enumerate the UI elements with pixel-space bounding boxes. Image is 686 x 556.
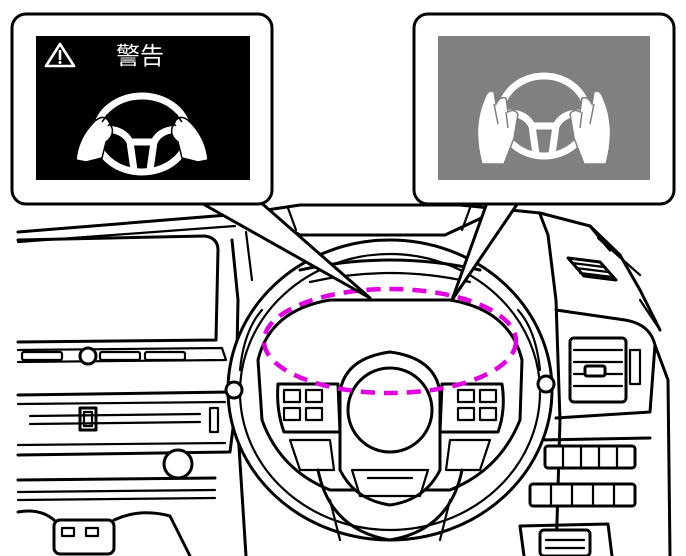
wheel-hub bbox=[338, 350, 442, 507]
right-spoke-switches bbox=[438, 382, 505, 472]
steering-wheel bbox=[224, 238, 556, 542]
center-display bbox=[16, 234, 220, 344]
left-spoke-switches bbox=[276, 382, 342, 472]
hands-on-wheel-warning-icon bbox=[75, 92, 209, 176]
warning-label: 警告 bbox=[116, 42, 164, 70]
callout-left: 警告 bbox=[10, 12, 274, 206]
warning-triangle-icon bbox=[44, 42, 76, 68]
right-panel bbox=[518, 212, 672, 556]
callout-right bbox=[412, 12, 676, 206]
hands-on-wheel-icon bbox=[476, 72, 612, 165]
center-controls bbox=[16, 346, 236, 556]
dashboard bbox=[16, 203, 672, 556]
side-air-vent bbox=[554, 308, 657, 420]
right-switch-banks bbox=[518, 436, 652, 556]
upper-air-vent bbox=[566, 256, 618, 282]
meter-highlight-ellipse bbox=[261, 286, 519, 396]
